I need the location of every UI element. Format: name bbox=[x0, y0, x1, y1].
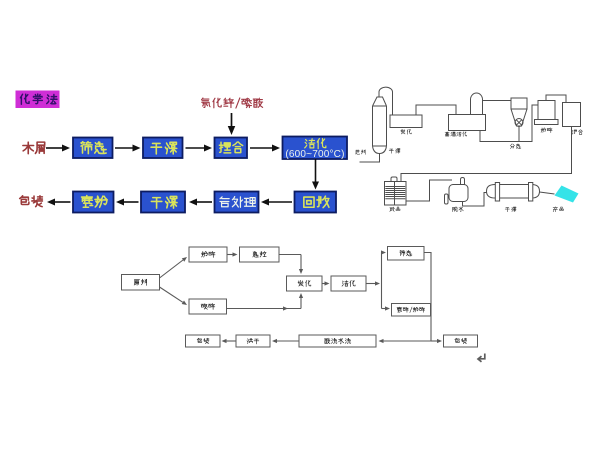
svg-text:(600~700°C): (600~700°C) bbox=[285, 149, 344, 160]
